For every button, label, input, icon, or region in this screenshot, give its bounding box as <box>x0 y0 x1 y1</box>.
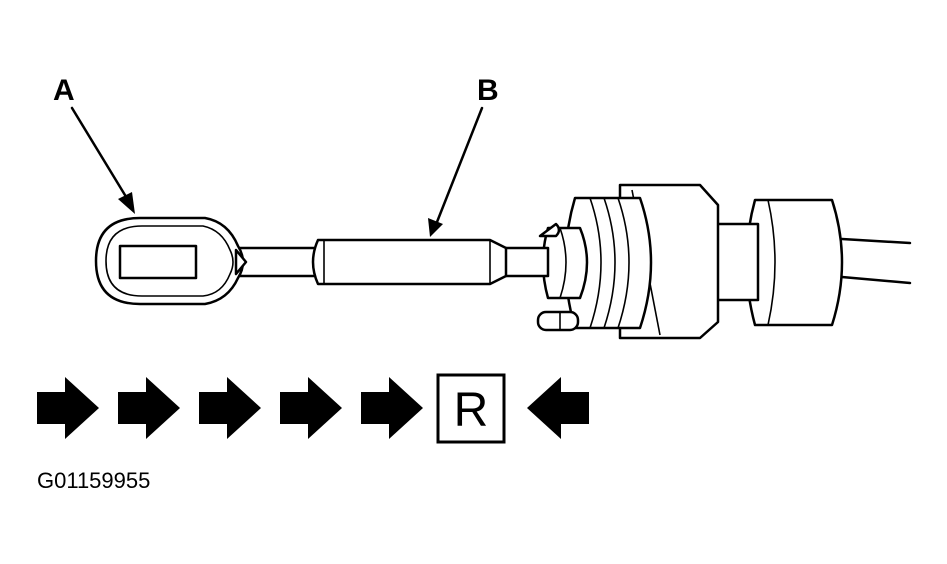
leader-line-a <box>70 106 135 214</box>
cable-end-eyelet-a <box>94 216 248 306</box>
left-arrow-icon <box>527 377 589 439</box>
reverse-indicator-label: R <box>454 384 489 437</box>
reverse-indicator-box: R <box>436 373 506 444</box>
end-fitting <box>538 222 589 300</box>
figure-id: G01159955 <box>37 468 150 493</box>
ribbed-collar <box>564 196 653 330</box>
right-arrow-icon <box>199 377 261 439</box>
right-arrow-icon <box>37 377 99 439</box>
shift-sequence: R <box>37 373 589 444</box>
cable-housing-rear <box>745 198 844 327</box>
outer-cable <box>840 237 912 285</box>
callout-label-b: B <box>477 74 499 107</box>
right-arrow-icon <box>118 377 180 439</box>
leader-line-b <box>428 106 484 237</box>
right-arrow-icon <box>280 377 342 439</box>
callout-label-a: A <box>53 74 75 107</box>
retaining-clip <box>536 310 580 332</box>
cable-sleeve-b <box>311 238 508 286</box>
right-arrow-icon <box>361 377 423 439</box>
